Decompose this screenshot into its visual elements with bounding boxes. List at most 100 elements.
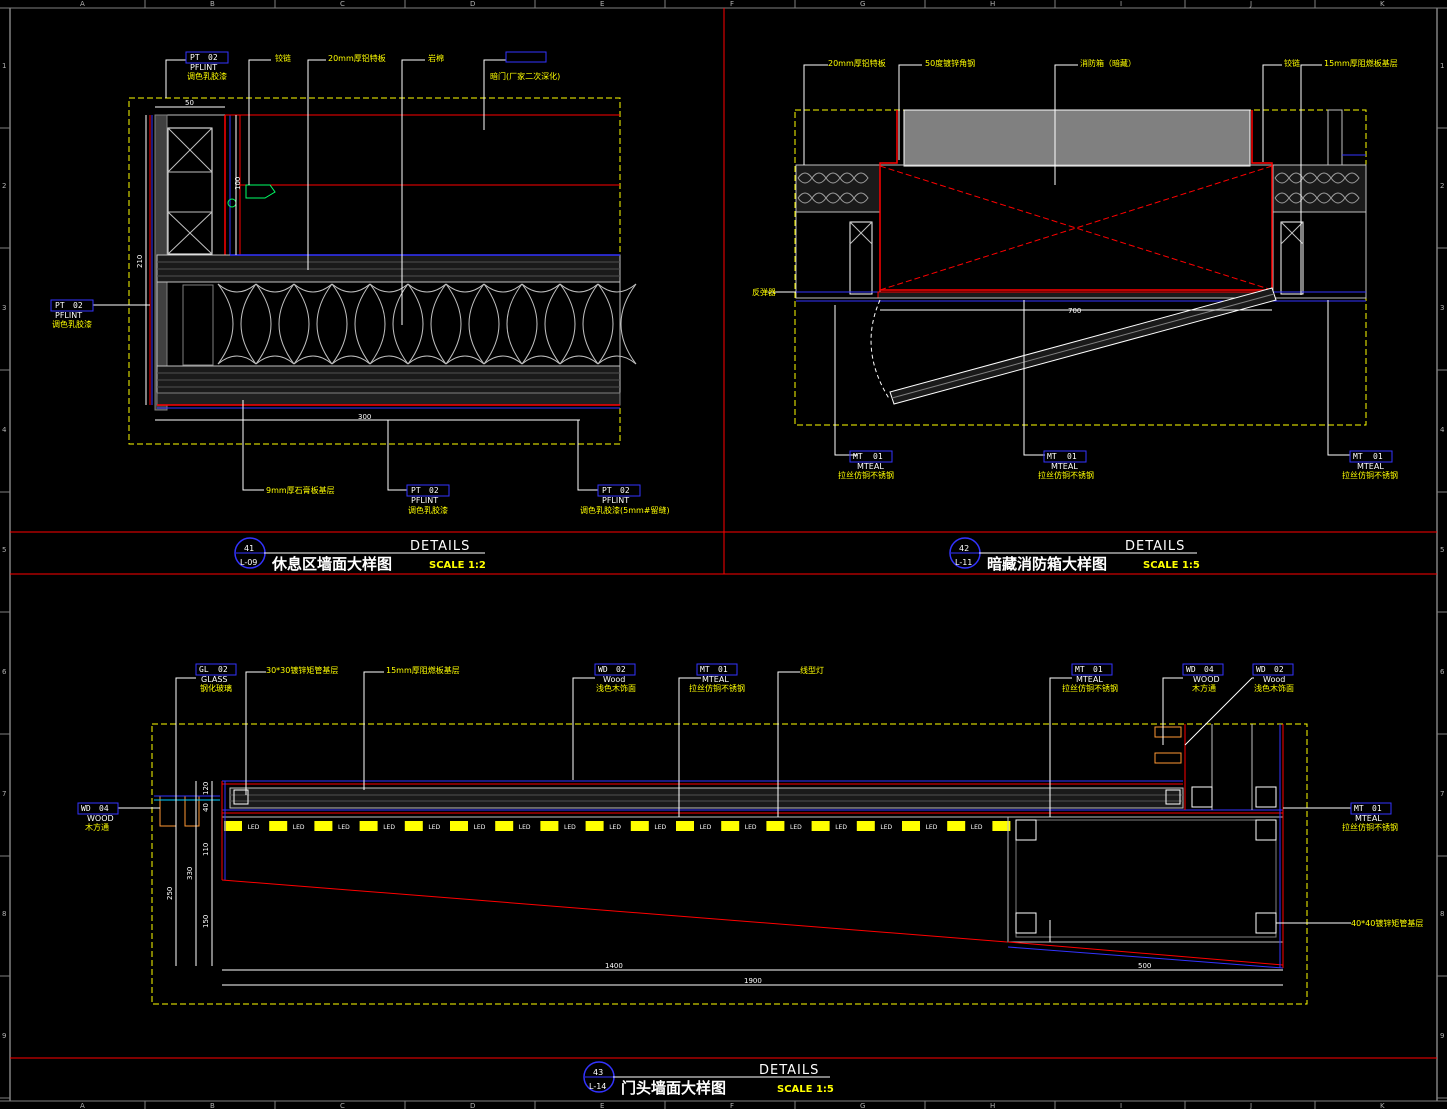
detail-41-drawing xyxy=(93,51,637,491)
mt43-num: 01 xyxy=(718,665,728,674)
detail-43-details: DETAILS xyxy=(759,1063,819,1078)
led-label: LED xyxy=(700,824,712,831)
mt-b-desc: 拉丝仿铜不锈钢 xyxy=(1038,470,1094,480)
pt-right-desc: 调色乳胶漆(5mm#留缝) xyxy=(580,505,670,515)
dim-1900: 1900 xyxy=(744,977,762,985)
pt-right-code: PT xyxy=(602,486,612,495)
detail-41-number: 41 xyxy=(244,544,254,553)
grid-col-label: I xyxy=(1120,1102,1122,1109)
wool-arc xyxy=(278,283,295,365)
led-segment xyxy=(404,821,423,831)
grid-row-label: 6 xyxy=(1440,668,1445,676)
wdleft-desc: 木方通 xyxy=(85,822,109,832)
detail-43-annotations: GL 02 GLASS 钢化玻璃 30*30镀锌矩管基层 15mm厚阻燃板基层 … xyxy=(77,663,1423,985)
pipe-label: 40*40镀锌矩管基层 xyxy=(1351,918,1423,928)
grid-row-label: 4 xyxy=(1440,426,1445,434)
mt-a-num: 01 xyxy=(873,452,883,461)
led-label: LED xyxy=(880,824,892,831)
led-segment xyxy=(585,821,604,831)
wool-arc xyxy=(369,283,409,293)
mt-a-sub: MTEAL xyxy=(857,462,884,471)
mtright-num: 01 xyxy=(1372,804,1382,813)
dim-300: 300 xyxy=(358,413,371,421)
wool-arc xyxy=(597,283,637,293)
hinge-label: 铰链 xyxy=(275,53,291,63)
wool-arc xyxy=(240,283,257,365)
detail-43-number: 43 xyxy=(593,1068,603,1077)
wool-arc xyxy=(331,283,348,365)
detail-43-title: 门头墙面大样图 xyxy=(621,1079,726,1097)
grid-col-label: G xyxy=(860,0,865,8)
mt43-sub: MTEAL xyxy=(702,675,729,684)
grid-col-label: I xyxy=(1120,0,1122,8)
grid-col-label: H xyxy=(990,1102,995,1109)
wool-arc xyxy=(620,283,637,365)
wd02b-desc: 浅色木饰面 xyxy=(1254,683,1294,693)
led-segment xyxy=(630,821,649,831)
frame42-label: 50度镀锌角钢 xyxy=(925,58,975,68)
pt-mid-desc: 调色乳胶漆 xyxy=(408,505,448,515)
board42-label: 20mm厚铝特板 xyxy=(828,58,886,68)
led-label: LED xyxy=(428,824,440,831)
grid-row-label: 7 xyxy=(2,790,6,798)
gl-desc: 钢化玻璃 xyxy=(200,683,232,693)
led-segment xyxy=(450,821,468,831)
wool-arc xyxy=(331,355,371,365)
grid-col-label: E xyxy=(600,1102,604,1109)
wool-loop xyxy=(1344,192,1360,204)
led-segment xyxy=(992,821,1011,831)
ledlamp-label: 线型灯 xyxy=(800,665,824,675)
base42-label: 15mm厚阻燃板基层 xyxy=(1324,58,1398,68)
wool-arc xyxy=(369,283,386,365)
mt-c-sub: MTEAL xyxy=(1357,462,1384,471)
door-label: 暗门(厂家二次深化) xyxy=(490,71,560,81)
gl-code: GL xyxy=(199,665,209,674)
pt-right-sub: PFLINT xyxy=(602,496,629,505)
detail-42-details: DETAILS xyxy=(1125,539,1185,554)
led-label: LED xyxy=(971,824,983,831)
rock-label: 岩棉 xyxy=(428,53,444,63)
wdleft-code: WD xyxy=(81,804,91,813)
wool-arc xyxy=(597,355,637,365)
wool-arc xyxy=(445,283,462,365)
mt-b-num: 01 xyxy=(1067,452,1077,461)
grid-col-label: D xyxy=(470,0,475,8)
grid-row-label: 1 xyxy=(1440,62,1444,70)
detail-41-title: 休息区墙面大样图 xyxy=(271,555,392,573)
grid-row-label: 1 xyxy=(2,62,6,70)
gypsum-label: 9mm厚石膏板基层 xyxy=(266,485,335,495)
detail-42-drawing xyxy=(768,64,1367,456)
wool-arc xyxy=(430,283,447,365)
pt-mid-code: PT xyxy=(411,486,421,495)
grid-row-label: 6 xyxy=(2,668,7,676)
wool-arc xyxy=(354,283,371,365)
board-label: 20mm厚铝特板 xyxy=(328,53,386,63)
pt-left-num: 02 xyxy=(73,301,83,310)
dim-250: 250 xyxy=(166,887,174,900)
detail-41-scale: SCALE 1:2 xyxy=(429,560,486,571)
wool-arc xyxy=(483,355,523,365)
mt-b-code: MT xyxy=(1047,452,1057,461)
grid-row-label: 2 xyxy=(2,182,6,190)
detail-42-sheet: L-11 xyxy=(955,558,972,567)
grid-row-label: 3 xyxy=(2,304,6,312)
grid-row-label: 8 xyxy=(1440,910,1444,918)
led-label: LED xyxy=(926,824,938,831)
wool-arc xyxy=(582,283,599,365)
detail-42-annotations: 20mm厚铝特板 50度镀锌角钢 消防箱（暗藏） 铰链 15mm厚阻燃板基层 反… xyxy=(752,58,1398,480)
grid-row-label: 9 xyxy=(1440,1032,1444,1040)
wool-arc xyxy=(559,283,599,293)
wool-arc xyxy=(445,355,485,365)
base43-label: 15mm厚阻燃板基层 xyxy=(386,665,460,675)
wool-loop xyxy=(853,192,869,204)
led-label: LED xyxy=(609,824,621,831)
wool-arc xyxy=(559,355,599,365)
grid-col-label: G xyxy=(860,1102,865,1109)
mt2-sub: MTEAL xyxy=(1076,675,1103,684)
wool-arc xyxy=(407,283,424,365)
grid-row-label: 3 xyxy=(1440,304,1444,312)
detail-41-sheet: L-09 xyxy=(240,558,257,567)
detail-42-scale: SCALE 1:5 xyxy=(1143,560,1200,571)
